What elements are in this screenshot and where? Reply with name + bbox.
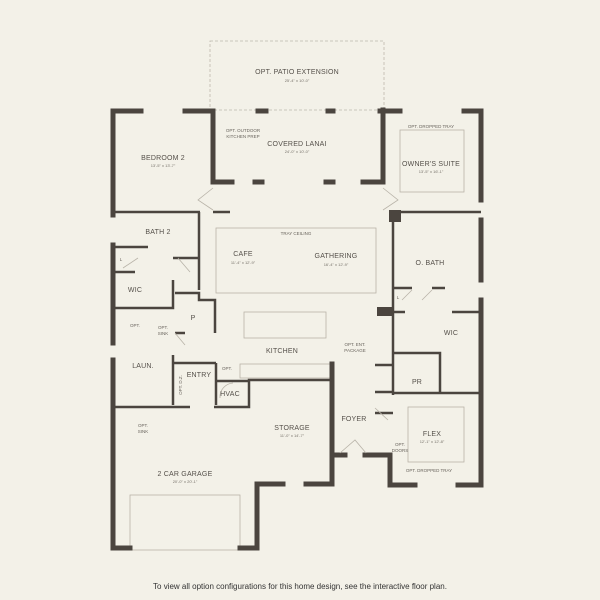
owner-tray-outline [399,129,465,193]
opt-dz-label: OPT. D.Z. [178,375,183,395]
cafe-dim: 11'-4" x 12'-9" [231,260,256,265]
opt-doors-label-2: DOORS [392,448,409,453]
flex-tray-label: OPT. DROPPED TRAY [406,468,452,473]
foyer-label: FOYER [341,416,366,423]
entry-label: ENTRY [187,372,212,379]
opt-sink-label-3: OPT. [138,423,148,428]
wic-label: WIC [128,287,142,294]
bedroom2-label: BEDROOM 2 [141,155,185,162]
owners-suite-label: OWNER'S SUITE [402,161,460,168]
outdoor-kitchen-label-2: KITCHEN PREP [226,134,259,139]
owner-tray-label: OPT. DROPPED TRAY [408,124,454,129]
garage-dim: 20'-0" x 20'-1" [173,479,198,484]
storage-dim: 11'-0" x 14'-7" [280,433,305,438]
linen-label: L [120,257,123,262]
kitchen-label: KITCHEN [266,348,298,355]
flex-label: FLEX [423,431,441,438]
patio-dim: 25'-4" x 10'-0" [285,78,310,83]
interior-walls [113,210,481,415]
tray-ceiling-outline [215,227,377,294]
linen-label-2: L [397,295,400,300]
obath-label: O. BATH [416,260,445,267]
ent-package-label: OPT. ENT. [344,342,365,347]
garage-label: 2 CAR GARAGE [158,471,213,478]
flex-tray-outline [407,406,465,463]
laundry-label: LAUN. [132,363,154,370]
flex-dim: 12'-1" x 12'-8" [420,439,445,444]
gathering-label: GATHERING [315,253,358,260]
bedroom2-dim: 13'-5" x 13'-7" [151,163,176,168]
exterior-walls [110,107,484,551]
bath2-label: BATH 2 [145,229,170,236]
opt-sink-label-4: SINK [138,429,149,434]
column [377,307,392,316]
owners-suite-dim: 13'-5" x 16'-1" [419,169,444,174]
opt-label-2: OPT. [222,366,232,371]
kitchen-counter [239,363,331,379]
lanai-dim: 24'-0" x 10'-0" [285,149,310,154]
hvac-label: HVAC [220,391,240,398]
kitchen-island [243,311,327,339]
pantry-label: P [191,315,196,322]
tray-ceiling-label: TRAY CEILING [281,231,312,236]
opt-label: OPT. [130,323,140,328]
patio-label: OPT. PATIO EXTENSION [255,69,339,76]
gathering-dim: 16'-4" x 12'-9" [324,262,349,267]
door-swings[interactable] [122,187,433,454]
footer-note: To view all option configurations for th… [153,582,447,591]
opt-sink-label: OPT. [158,325,168,330]
outdoor-kitchen-label: OPT. OUTDOOR [226,128,261,133]
powder-label: PR [412,379,422,386]
ent-package-label-2: PACKAGE [344,348,365,353]
column [389,210,401,222]
lanai-label: COVERED LANAI [267,141,326,148]
wic-label-2: WIC [444,330,458,337]
storage-label: STORAGE [274,425,310,432]
opt-sink-label-2: SINK [158,331,169,336]
cafe-label: CAFE [233,251,253,258]
opt-doors-label: OPT. [395,442,405,447]
patio-extension-outline [209,40,385,111]
garage-door-outline [129,494,241,551]
